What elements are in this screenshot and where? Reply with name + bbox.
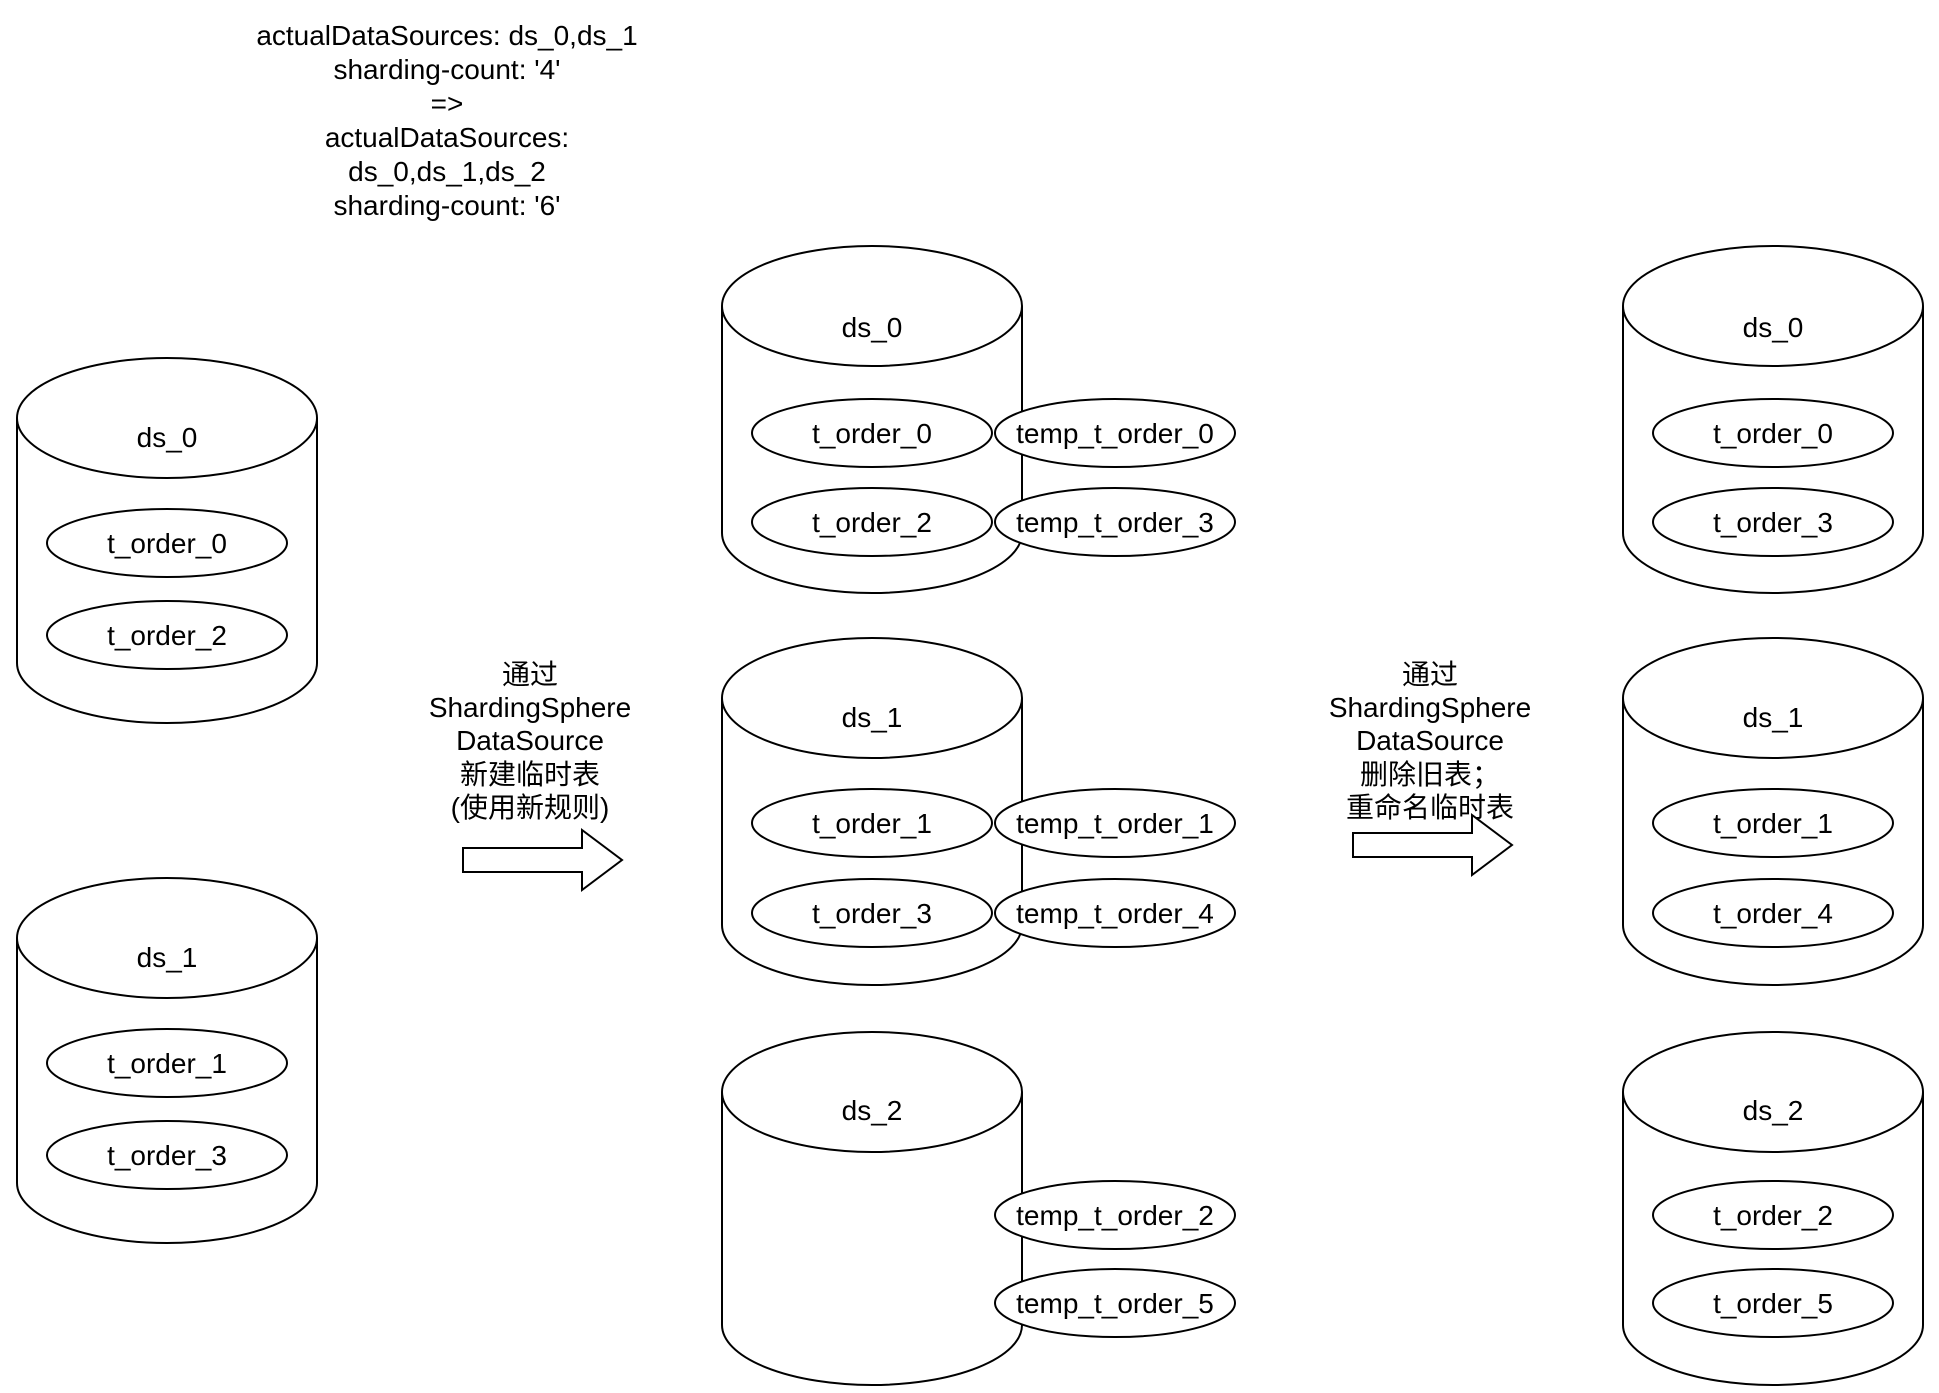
datasource-cylinder-before-ds0: ds_0 t_order_0 t_order_2 [16,357,318,724]
table-ellipse [751,398,993,468]
table-label: t_order_3 [1713,507,1833,538]
temp-table-label: temp_t_order_1 [1016,808,1214,839]
datasource-label: ds_1 [842,702,903,733]
temp-table-ellipse [994,788,1236,858]
cylinder-top-ellipse [16,357,318,479]
table-label: t_order_1 [812,808,932,839]
table-ellipse [751,487,993,557]
config-note-line: => [431,88,464,119]
table-ellipse [1652,1180,1894,1250]
step2-description-line: 通过 [1402,659,1458,690]
datasource-label: ds_1 [137,942,198,973]
temp-table-label: temp_t_order_3 [1016,507,1214,538]
step1-description-line: ShardingSphere [429,692,631,723]
table-ellipse [1652,878,1894,948]
table-ellipse [46,1028,288,1098]
step2-description-line: 重命名临时表 [1346,792,1514,823]
table-ellipse [1652,398,1894,468]
temp-table-ellipse [994,878,1236,948]
table-label: t_order_2 [812,507,932,538]
datasource-cylinder-during-ds1: ds_1 t_order_1 t_order_3 temp_t_order_1 … [721,637,1236,986]
datasource-cylinder-before-ds1: ds_1 t_order_1 t_order_3 [16,877,318,1244]
step2-description: 通过 ShardingSphere DataSource 删除旧表； 重命名临时… [1329,659,1531,823]
config-note-line: actualDataSources: [325,122,569,153]
datasource-label: ds_1 [1743,702,1804,733]
step1-description-line: 新建临时表 [460,759,600,790]
temp-table-ellipse [994,487,1236,557]
cylinder-top-ellipse [721,245,1023,367]
config-note: actualDataSources: ds_0,ds_1 sharding-co… [256,20,637,221]
step1-arrow-right-icon [462,828,624,892]
cylinder-top-ellipse [721,1031,1023,1153]
table-ellipse [1652,1268,1894,1338]
table-label: t_order_3 [107,1140,227,1171]
datasource-label: ds_0 [1743,312,1804,343]
datasource-label: ds_2 [1743,1095,1804,1126]
table-ellipse [46,508,288,578]
config-note-line: sharding-count: '4' [333,54,560,85]
cylinder-top-ellipse [1622,245,1924,367]
table-label: t_order_4 [1713,898,1833,929]
temp-table-label: temp_t_order_4 [1016,898,1214,929]
config-note-line: sharding-count: '6' [333,190,560,221]
step1-description-line: 通过 [502,659,558,690]
step2-description-line: 删除旧表； [1360,759,1500,790]
table-ellipse [46,1120,288,1190]
cylinder-top-ellipse [1622,637,1924,759]
config-note-line: actualDataSources: ds_0,ds_1 [256,20,637,51]
table-ellipse [751,878,993,948]
table-ellipse [1652,788,1894,858]
cylinder-top-ellipse [1622,1031,1924,1153]
temp-table-label: temp_t_order_0 [1016,418,1214,449]
table-ellipse [1652,487,1894,557]
step1-description-line: (使用新规则) [451,792,610,823]
step1-description: 通过 ShardingSphere DataSource 新建临时表 (使用新规… [429,659,631,823]
datasource-cylinder-during-ds0: ds_0 t_order_0 t_order_2 temp_t_order_0 … [721,245,1236,594]
cylinder-body [721,1092,1023,1386]
datasource-cylinder-after-ds1: ds_1 t_order_1 t_order_4 [1622,637,1924,986]
datasource-cylinder-during-ds2: ds_2 temp_t_order_2 temp_t_order_5 [721,1031,1236,1386]
table-label: t_order_0 [1713,418,1833,449]
cylinder-top-ellipse [16,877,318,999]
step2-arrow-right-icon [1352,813,1514,877]
temp-table-ellipse [994,1180,1236,1250]
cylinder-top-ellipse [721,637,1023,759]
datasource-label: ds_0 [842,312,903,343]
datasource-label: ds_2 [842,1095,903,1126]
table-ellipse [46,600,288,670]
datasource-label: ds_0 [137,422,198,453]
table-label: t_order_0 [107,528,227,559]
table-label: t_order_3 [812,898,932,929]
table-label: t_order_2 [107,620,227,651]
table-label: t_order_5 [1713,1288,1833,1319]
step1-description-line: DataSource [456,725,604,756]
temp-table-ellipse [994,1268,1236,1338]
datasource-cylinder-after-ds2: ds_2 t_order_2 t_order_5 [1622,1031,1924,1386]
step2-description-line: ShardingSphere [1329,692,1531,723]
config-note-line: ds_0,ds_1,ds_2 [348,156,546,187]
table-ellipse [751,788,993,858]
step2-description-line: DataSource [1356,725,1504,756]
table-label: t_order_2 [1713,1200,1833,1231]
temp-table-ellipse [994,398,1236,468]
temp-table-label: temp_t_order_5 [1016,1288,1214,1319]
datasource-cylinder-after-ds0: ds_0 t_order_0 t_order_3 [1622,245,1924,594]
table-label: t_order_1 [1713,808,1833,839]
temp-table-label: temp_t_order_2 [1016,1200,1214,1231]
table-label: t_order_1 [107,1048,227,1079]
table-label: t_order_0 [812,418,932,449]
